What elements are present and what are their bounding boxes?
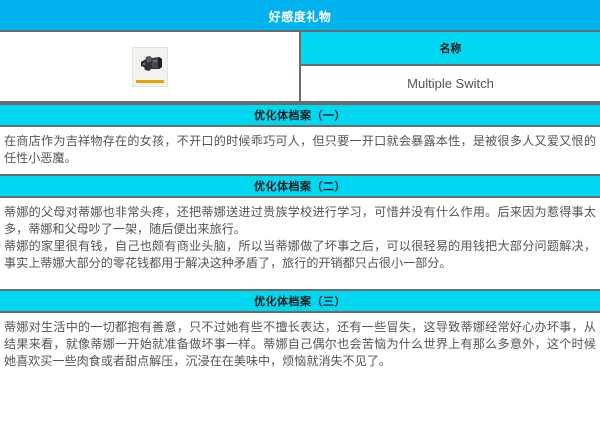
section-header-1-label: 优化体档案（一） <box>254 110 346 122</box>
item-icon-cell <box>0 32 301 101</box>
item-name-value-cell: Multiple Switch <box>301 66 600 101</box>
section-header-2-label: 优化体档案（二） <box>254 181 346 193</box>
section-gap <box>0 279 600 289</box>
item-rarity-bar <box>135 79 164 83</box>
section-2-paragraph-1: 蒂娜的父母对蒂娜也非常头疼，还把蒂娜送进过贵族学校进行学习，可惜并没有什么作用。… <box>4 205 596 236</box>
section-header-3-label: 优化体档案（三） <box>254 296 346 308</box>
section-3-paragraph-1: 蒂娜对生活中的一切都抱有善意，只不过她有些不擅长表达，还有一些冒失，这导致蒂娜经… <box>4 320 596 368</box>
item-name-column: 名称 Multiple Switch <box>301 32 600 101</box>
section-header-3: 优化体档案（三） <box>0 289 600 313</box>
page-title: 好感度礼物 <box>268 9 332 24</box>
gift-item-icon-art <box>140 55 162 71</box>
item-name-header-label: 名称 <box>439 43 462 55</box>
section-body-3: 蒂娜对生活中的一切都抱有善意，只不过她有些不擅长表达，还有一些冒失，这导致蒂娜经… <box>0 313 600 377</box>
panel-title-bar: 好感度礼物 <box>0 0 600 30</box>
item-name-column-header: 名称 <box>301 32 600 66</box>
section-header-2: 优化体档案（二） <box>0 174 600 198</box>
section-body-2: 蒂娜的父母对蒂娜也非常头疼，还把蒂娜送进过贵族学校进行学习，可惜并没有什么作用。… <box>0 198 600 279</box>
section-body-1: 在商店作为吉祥物存在的女孩，不开口的时候乖巧可人，但只要一开口就会暴露本性，是被… <box>0 127 600 174</box>
gift-item-icon[interactable] <box>132 47 167 86</box>
section-header-1: 优化体档案（一） <box>0 103 600 127</box>
item-info-table: 名称 Multiple Switch <box>0 30 600 103</box>
section-1-paragraph-1: 在商店作为吉祥物存在的女孩，不开口的时候乖巧可人，但只要一开口就会暴露本性，是被… <box>4 134 596 165</box>
item-name-value-label: Multiple Switch <box>407 76 494 91</box>
section-2-paragraph-2: 蒂娜的家里很有钱，自己也颇有商业头脑，所以当蒂娜做了坏事之后，可以很轻易的用钱把… <box>4 239 596 270</box>
